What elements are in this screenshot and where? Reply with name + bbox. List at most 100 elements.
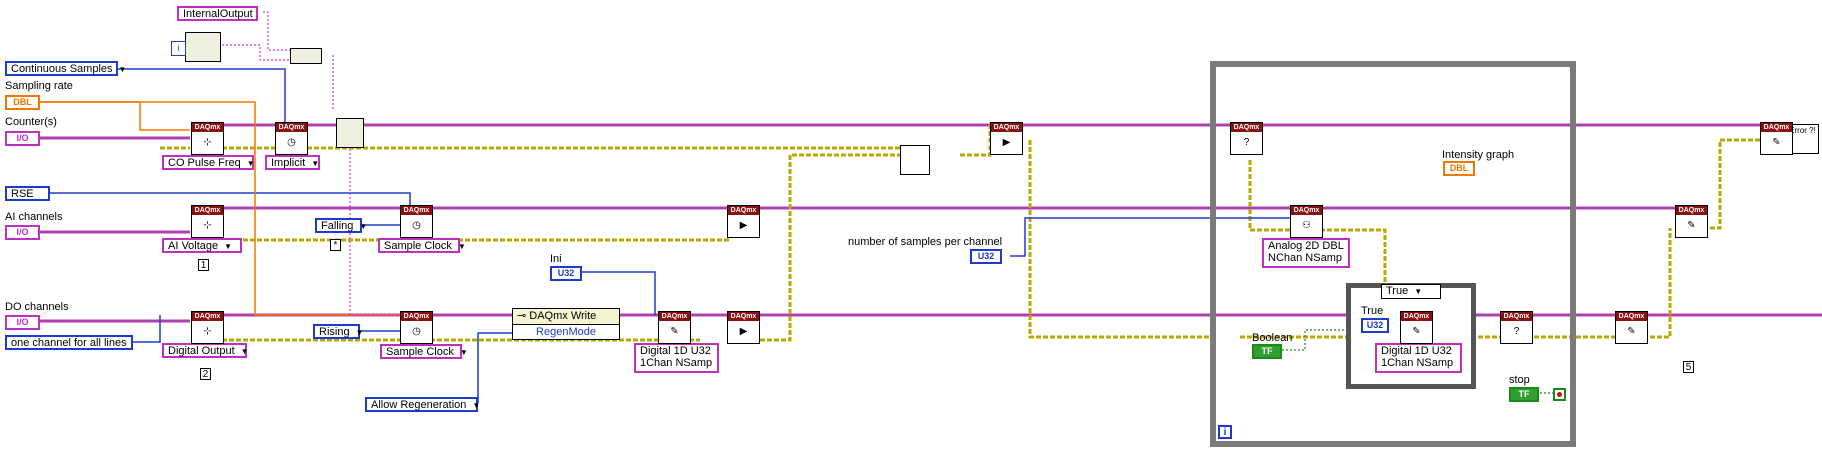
daqmx-clear-task-ai[interactable]: DAQmx✎ <box>1675 205 1708 238</box>
internal-output-label: InternalOutput <box>183 8 253 20</box>
intensity-graph-label: Intensity graph <box>1442 149 1515 161</box>
sampling-rate-constant[interactable]: DBL <box>5 95 40 110</box>
regen-mode-property[interactable]: RegenMode <box>536 326 596 338</box>
case-selector-text: True <box>1386 285 1409 297</box>
analog-2d-text-b: NChan NSamp <box>1268 252 1342 264</box>
falling-edge-enum[interactable]: Falling▼ <box>315 218 367 233</box>
one-channel-enum[interactable]: one channel for all lines <box>5 335 133 350</box>
clear-task-icon: ✎ <box>1772 137 1781 148</box>
ai-channels-constant[interactable]: I/O <box>5 225 40 240</box>
daqmx-write-header: ⊸ DAQmx Write <box>513 309 619 325</box>
read-icon: ⚇ <box>1302 220 1311 231</box>
internal-output-control[interactable]: InternalOutput <box>177 6 258 21</box>
daqmx-write-property-node[interactable]: ⊸ DAQmx Write RegenMode <box>512 308 620 340</box>
chevron-down-icon: ▼ <box>246 159 255 168</box>
daqmx-create-channel-do[interactable]: DAQmx⊹ <box>191 311 224 344</box>
info-icon: i <box>171 41 186 56</box>
daqmx-write-text: DAQmx Write <box>529 310 597 322</box>
implicit-selector[interactable]: Implicit▼ <box>265 155 320 170</box>
chevron-down-icon: ▼ <box>355 328 364 337</box>
chevron-down-icon: ▼ <box>240 347 249 356</box>
frame-index-star: * <box>330 239 341 251</box>
property-node-icon: ⊸ <box>517 310 530 322</box>
do-channels-label: DO channels <box>5 301 69 313</box>
daqmx-timing-do[interactable]: DAQmx◷ <box>400 311 433 344</box>
ai-voltage-selector[interactable]: AI Voltage▼ <box>162 238 242 253</box>
vi-header: DAQmx <box>192 312 223 321</box>
daqmx-is-task-done[interactable]: DAQmx? <box>1230 122 1263 155</box>
merge-errors-node[interactable] <box>900 145 930 175</box>
create-channel-icon: ⊹ <box>203 137 212 148</box>
co-pulse-freq-text: CO Pulse Freq <box>168 157 241 169</box>
daqmx-is-task-done-2[interactable]: DAQmx? <box>1500 311 1533 344</box>
vi-header: DAQmx <box>401 206 432 215</box>
digital-1d-text-1a: Digital 1D U32 <box>640 345 711 357</box>
digital-1d-text-2b: 1Chan NSamp <box>1381 357 1454 369</box>
daqmx-timing-ai[interactable]: DAQmx ◷ <box>400 205 433 238</box>
daqmx-write-vi-1[interactable]: DAQmx✎ <box>658 311 691 344</box>
daqmx-create-channel-co[interactable]: DAQmx⊹ <box>191 122 224 155</box>
daqmx-start-task-do[interactable]: DAQmx▶ <box>727 311 760 344</box>
counters-constant[interactable]: I/O <box>5 131 40 146</box>
digital-1d-text-1b: 1Chan NSamp <box>640 357 713 369</box>
sample-clock-text-2: Sample Clock <box>386 346 454 358</box>
concatenate-node[interactable] <box>290 48 322 64</box>
sampling-rate-label: Sampling rate <box>5 80 73 92</box>
loop-iteration-terminal: i <box>1218 425 1232 439</box>
is-task-done-icon: ? <box>1243 137 1250 148</box>
timing-icon: ◷ <box>412 220 421 231</box>
samples-per-channel-constant[interactable]: U32 <box>970 249 1002 264</box>
daqmx-write-vi-2[interactable]: DAQmx✎ <box>1400 311 1433 344</box>
case-selector[interactable]: True▼ <box>1381 284 1441 299</box>
daqmx-start-task-ai[interactable]: DAQmx ▶ <box>727 205 760 238</box>
daqmx-create-channel-ai[interactable]: DAQmx⊹ <box>191 205 224 238</box>
daqmx-timing-implicit[interactable]: DAQmx◷ <box>275 122 308 155</box>
start-task-icon: ▶ <box>739 220 748 231</box>
start-task-icon: ▶ <box>1002 137 1011 148</box>
vi-header: DAQmx <box>1616 312 1647 321</box>
do-channels-constant[interactable]: I/O <box>5 315 40 330</box>
frame-index-1: 1 <box>198 259 209 271</box>
daqmx-clear-task-co[interactable]: DAQmx✎ <box>1760 122 1793 155</box>
digital-output-text: Digital Output <box>168 345 235 357</box>
vi-header: DAQmx <box>1291 206 1322 215</box>
vi-header: DAQmx <box>1231 123 1262 132</box>
case-u32-constant[interactable]: U32 <box>1361 318 1389 333</box>
reference-wires <box>210 11 400 316</box>
start-task-icon: ▶ <box>739 326 748 337</box>
timing-icon: ◷ <box>287 137 296 148</box>
daqmx-clear-task-do[interactable]: DAQmx✎ <box>1615 311 1648 344</box>
chevron-down-icon: ▼ <box>359 222 368 231</box>
one-channel-text: one channel for all lines <box>11 337 127 349</box>
sample-clock-selector-1[interactable]: Sample Clock▼ <box>378 238 466 253</box>
vi-header: DAQmx <box>192 206 223 215</box>
allow-regeneration-enum[interactable]: Allow Regeneration▼ <box>365 397 480 412</box>
vi-header: DAQmx <box>1501 312 1532 321</box>
channel-constant-node[interactable]: i <box>171 32 221 62</box>
is-task-done-icon: ? <box>1513 326 1520 337</box>
rising-text: Rising <box>319 326 350 338</box>
co-pulse-freq-selector[interactable]: CO Pulse Freq ▼ <box>162 155 255 170</box>
intensity-graph-terminal[interactable]: DBL <box>1443 161 1475 176</box>
rse-enum[interactable]: RSE <box>5 186 50 201</box>
stop-terminal-icon[interactable] <box>1553 388 1566 401</box>
stop-control[interactable]: TF <box>1509 387 1539 402</box>
daqmx-start-task-co[interactable]: DAQmx▶ <box>990 122 1023 155</box>
property-node-icon[interactable] <box>336 118 364 148</box>
vi-header: DAQmx <box>1401 312 1432 321</box>
sample-clock-selector-2[interactable]: Sample Clock▼ <box>380 344 468 359</box>
ini-constant[interactable]: U32 <box>550 266 582 281</box>
stop-label: stop <box>1509 374 1530 386</box>
daqmx-read-vi[interactable]: DAQmx ⚇ <box>1290 205 1323 238</box>
frame-index-5: 5 <box>1683 361 1694 373</box>
boolean-control[interactable]: TF <box>1252 344 1282 359</box>
vi-header: DAQmx <box>728 206 759 215</box>
chevron-down-icon: ▼ <box>118 65 127 74</box>
digital-output-selector[interactable]: Digital Output ▼ <box>162 343 249 358</box>
chevron-down-icon: ▼ <box>457 242 466 251</box>
rising-edge-enum[interactable]: Rising ▼ <box>313 324 364 339</box>
continuous-samples-enum[interactable]: Continuous Samples▼ <box>5 61 126 76</box>
